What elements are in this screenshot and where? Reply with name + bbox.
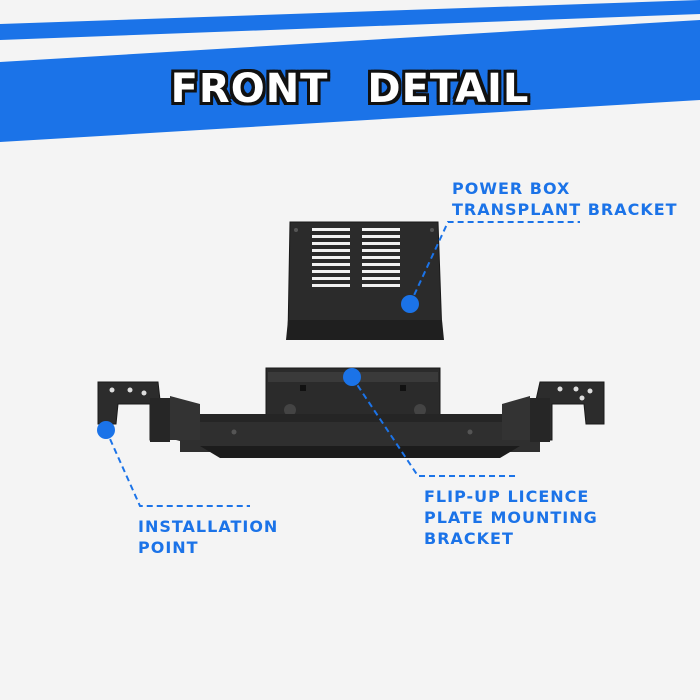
banner-top-stripe [0,0,700,40]
installation-label-line-1: INSTALLATION [138,517,279,536]
flip-up-label-line-2: PLATE MOUNTING [424,508,598,527]
power-box-label-line-2: TRANSPLANT BRACKET [452,200,678,219]
bumper-bar [97,367,605,458]
callout-flip-up [343,368,516,477]
power-box-label-line-1: POWER BOX [452,179,571,198]
page-title: FRONT DETAIL [170,66,530,112]
callout-power-box [401,221,580,313]
banner-stripe [0,20,700,142]
flip-up-label-line-3: BRACKET [424,529,514,548]
callout-installation [97,421,250,507]
installation-label: INSTALLATION POINT [138,516,278,558]
flip-up-label-line-1: FLIP-UP LICENCE [424,487,590,506]
installation-label-line-2: POINT [138,538,199,557]
flip-up-label: FLIP-UP LICENCE PLATE MOUNTING BRACKET [424,486,598,549]
power-box-label: POWER BOX TRANSPLANT BRACKET [452,178,678,220]
